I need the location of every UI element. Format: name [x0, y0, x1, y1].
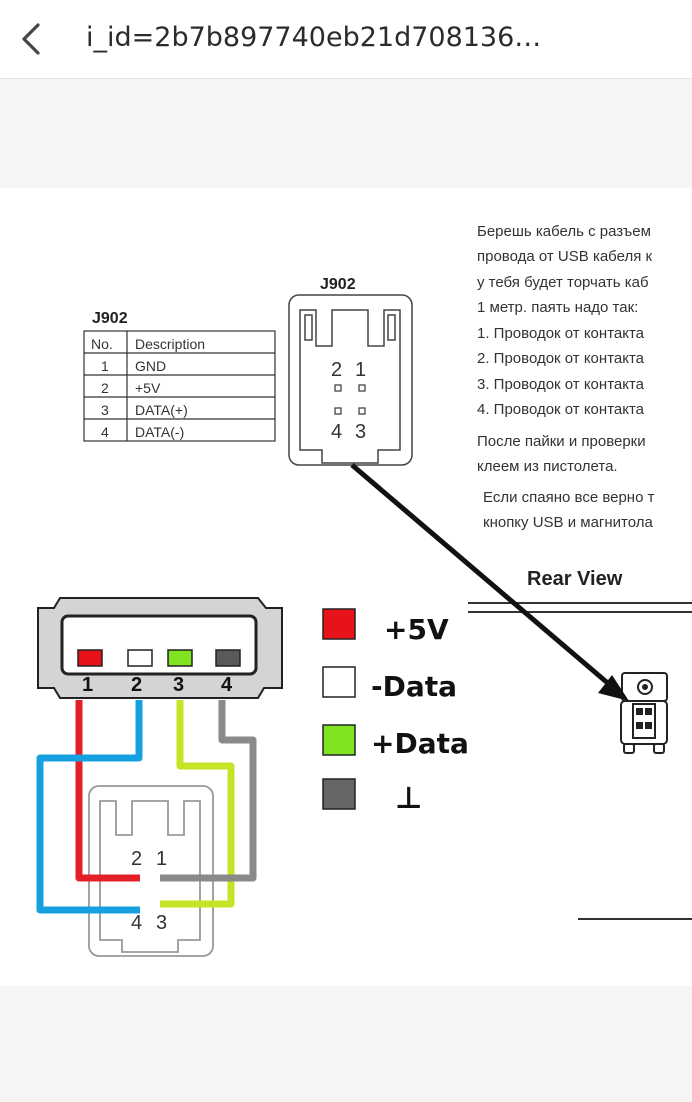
connector-title: J902 [320, 276, 356, 293]
instruction-line: После пайки и проверки [477, 433, 646, 450]
color-legend: +5V -Data +Data ⊥ [322, 608, 469, 816]
legend-label: +Data [371, 727, 469, 760]
rear-view-label: Rear View [527, 568, 623, 590]
bottom-connector-pin-label: 4 [131, 912, 142, 934]
blue-wire [36, 700, 143, 914]
table-header-description: Description [135, 336, 205, 352]
table-cell-no: 3 [101, 402, 109, 418]
wires [36, 700, 257, 914]
back-button[interactable] [6, 14, 56, 64]
table-cell-no: 4 [101, 424, 109, 440]
legend-swatch-gray [322, 778, 356, 810]
instruction-line: провода от USB кабеля к [477, 248, 652, 265]
legend-swatch-white [322, 666, 356, 698]
usb-pin-label: 1 [82, 674, 93, 696]
instruction-line: Берешь кабель с разъем [477, 223, 651, 240]
bottom-connector-pin-label: 2 [131, 848, 142, 870]
legend-swatch-green [322, 724, 356, 756]
legend-swatch-red [322, 608, 356, 640]
gray-wire [160, 700, 257, 882]
bottom-connector-pin-label: 1 [156, 848, 167, 870]
instruction-line: у тебя будет торчать каб [477, 274, 649, 291]
bottom-connector-pin-label: 3 [156, 912, 167, 934]
usb-pin-label: 4 [221, 674, 233, 696]
instruction-line: 2. Проводок от контакта [477, 350, 645, 367]
table-cell-desc: DATA(-) [135, 424, 184, 440]
image-viewer[interactable]: J902 No. Description 1 GND 2 +5V 3 DATA(… [0, 188, 692, 986]
connector-pin-label: 2 [331, 359, 342, 381]
instruction-line: кнопку USB и магнитола [483, 514, 654, 531]
table-header-no: No. [91, 336, 113, 352]
usb-pin-label: 3 [173, 674, 184, 696]
bottom-connector-drawing [88, 785, 214, 957]
pin-table [83, 330, 276, 442]
chevron-left-icon [22, 23, 40, 55]
table-cell-desc: +5V [135, 380, 161, 396]
wiring-diagram-image: J902 No. Description 1 GND 2 +5V 3 DATA(… [36, 223, 692, 957]
connector-pin-label: 1 [355, 359, 366, 381]
j902-connector-drawing [288, 294, 413, 466]
usb-pin-label: 2 [131, 674, 142, 696]
table-cell-no: 2 [101, 380, 109, 396]
table-cell-no: 1 [101, 358, 109, 374]
rear-view-lines [468, 602, 692, 920]
legend-label: +5V [384, 613, 449, 646]
table-cell-desc: DATA(+) [135, 402, 188, 418]
legend-label: -Data [371, 670, 457, 703]
instruction-line: Если спаяно все верно т [483, 489, 655, 506]
page-title: i_id=2b7b897740eb21d708136… [86, 22, 542, 53]
connector-pin-label: 3 [355, 421, 366, 443]
table-cell-desc: GND [135, 358, 166, 374]
pointer-arrow [350, 463, 629, 701]
instruction-line: 3. Проводок от контакта [477, 376, 645, 393]
ground-symbol: ⊥ [395, 781, 422, 816]
instruction-line: клеем из пистолета. [477, 458, 618, 475]
instruction-line: 1. Проводок от контакта [477, 325, 645, 342]
app-header: i_id=2b7b897740eb21d708136… [0, 0, 692, 79]
rear-view-connector-drawing [620, 672, 668, 754]
usb-connector-drawing [37, 597, 283, 699]
instruction-line: 1 метр. паять надо так: [477, 299, 638, 316]
instructions-text: Берешь кабель с разъем провода от USB ка… [477, 223, 655, 531]
instruction-line: 4. Проводок от контакта [477, 401, 645, 418]
table-title: J902 [92, 310, 128, 327]
connector-pin-label: 4 [331, 421, 342, 443]
green-wire [160, 700, 235, 908]
